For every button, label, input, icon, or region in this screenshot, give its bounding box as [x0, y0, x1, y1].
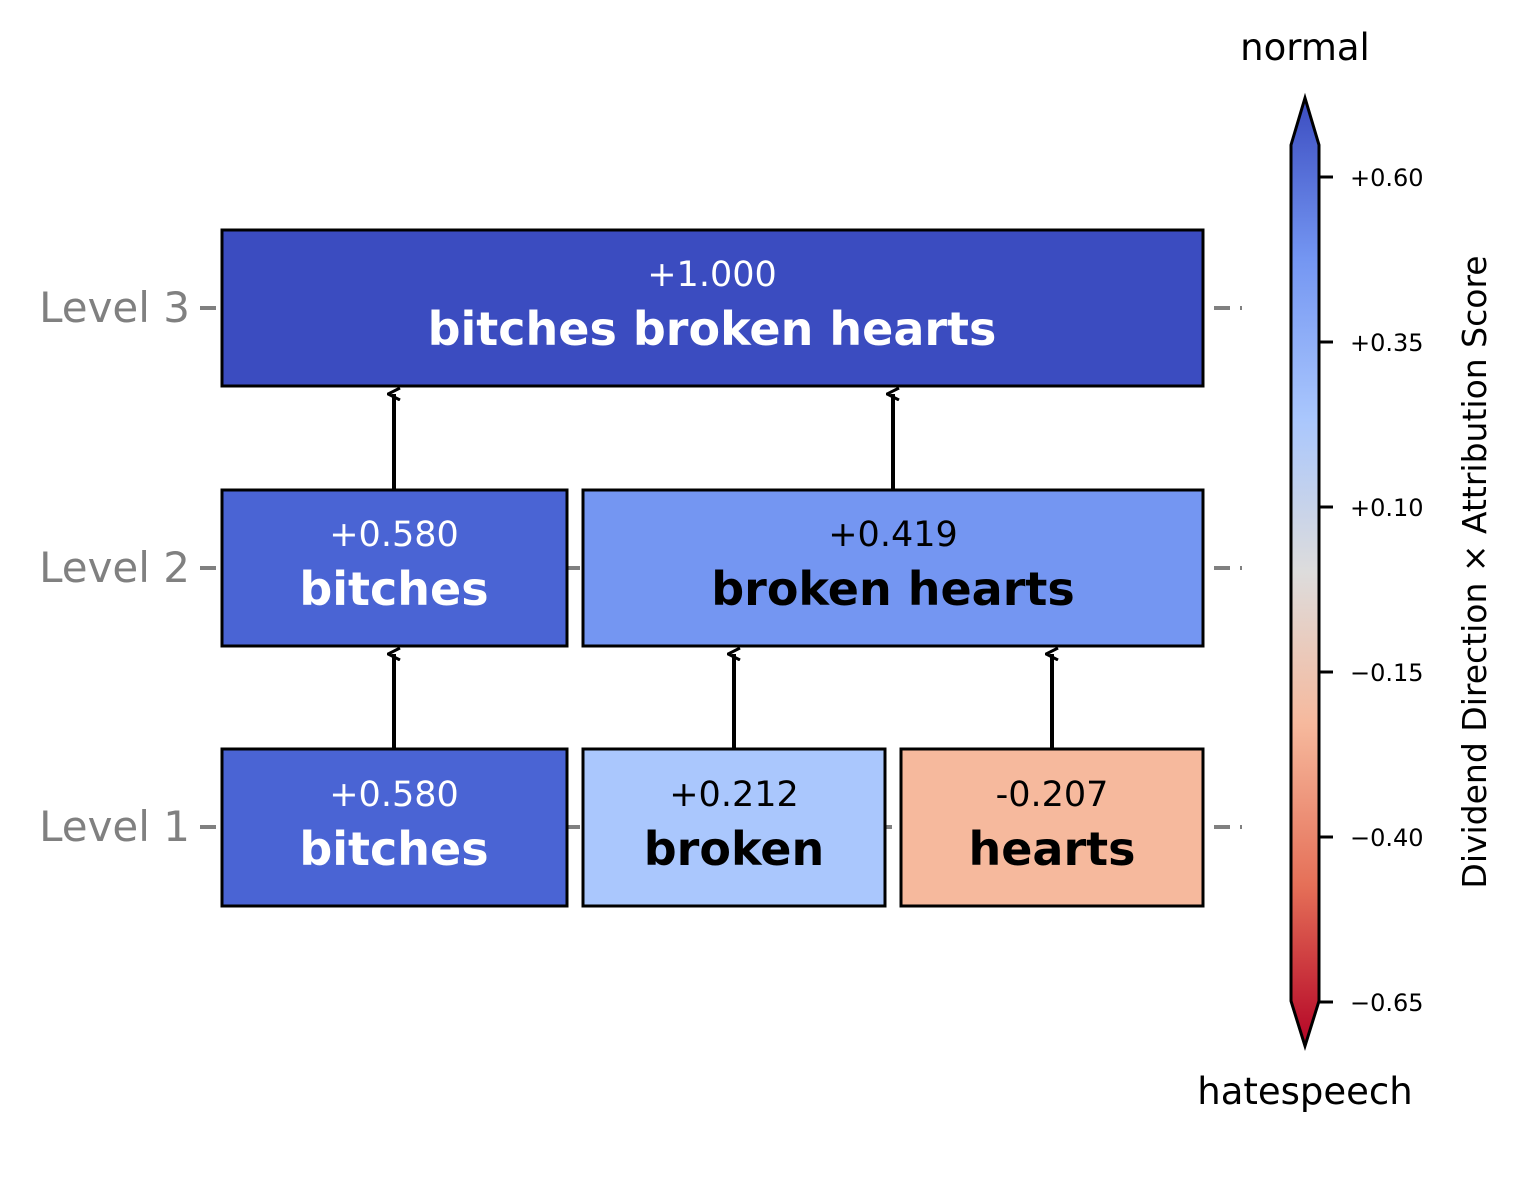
node-l2-broken-hearts: +0.419 broken hearts: [581, 488, 1205, 648]
level-3-label: Level 3: [39, 283, 190, 332]
level-2-label: Level 2: [39, 543, 190, 592]
colorbar-tick: +0.10: [1350, 494, 1424, 522]
node-l2-bitches: +0.580 bitches: [220, 488, 569, 648]
node-text: broken: [644, 822, 825, 876]
node-text: bitches: [299, 562, 488, 616]
node-score: +0.419: [828, 515, 958, 555]
node-text: bitches: [299, 822, 488, 876]
colorbar-bottom-label: hatespeech: [1197, 1070, 1412, 1113]
colorbar: normal +0.60 +0.35 +0.10 −0.15 −0.40 −0.…: [1197, 26, 1494, 1113]
node-l1-hearts: -0.207 hearts: [899, 747, 1205, 908]
colorbar-gradient: [1289, 92, 1321, 1052]
edges: [394, 394, 1052, 749]
colorbar-tick: −0.40: [1350, 824, 1424, 852]
colorbar-tick: −0.15: [1350, 659, 1424, 687]
node-l1-bitches: +0.580 bitches: [220, 747, 569, 908]
colorbar-tick: +0.35: [1350, 329, 1424, 357]
node-text: hearts: [968, 822, 1135, 876]
node-text: bitches broken hearts: [428, 302, 997, 356]
node-score: +0.580: [329, 775, 459, 815]
level-1-label: Level 1: [39, 802, 190, 851]
node-l3-all: +1.000 bitches broken hearts: [220, 228, 1205, 388]
colorbar-axis-label: Dividend Direction × Attribution Score: [1455, 255, 1494, 888]
node-score: +0.580: [329, 515, 459, 555]
colorbar-top-label: normal: [1240, 26, 1370, 69]
node-score: +1.000: [647, 255, 777, 295]
colorbar-tick: −0.65: [1350, 989, 1424, 1017]
node-l1-broken: +0.212 broken: [581, 747, 887, 908]
node-score: +0.212: [669, 775, 799, 815]
node-score: -0.207: [996, 775, 1109, 815]
node-text: broken hearts: [711, 562, 1075, 616]
colorbar-tick: +0.60: [1350, 164, 1424, 192]
